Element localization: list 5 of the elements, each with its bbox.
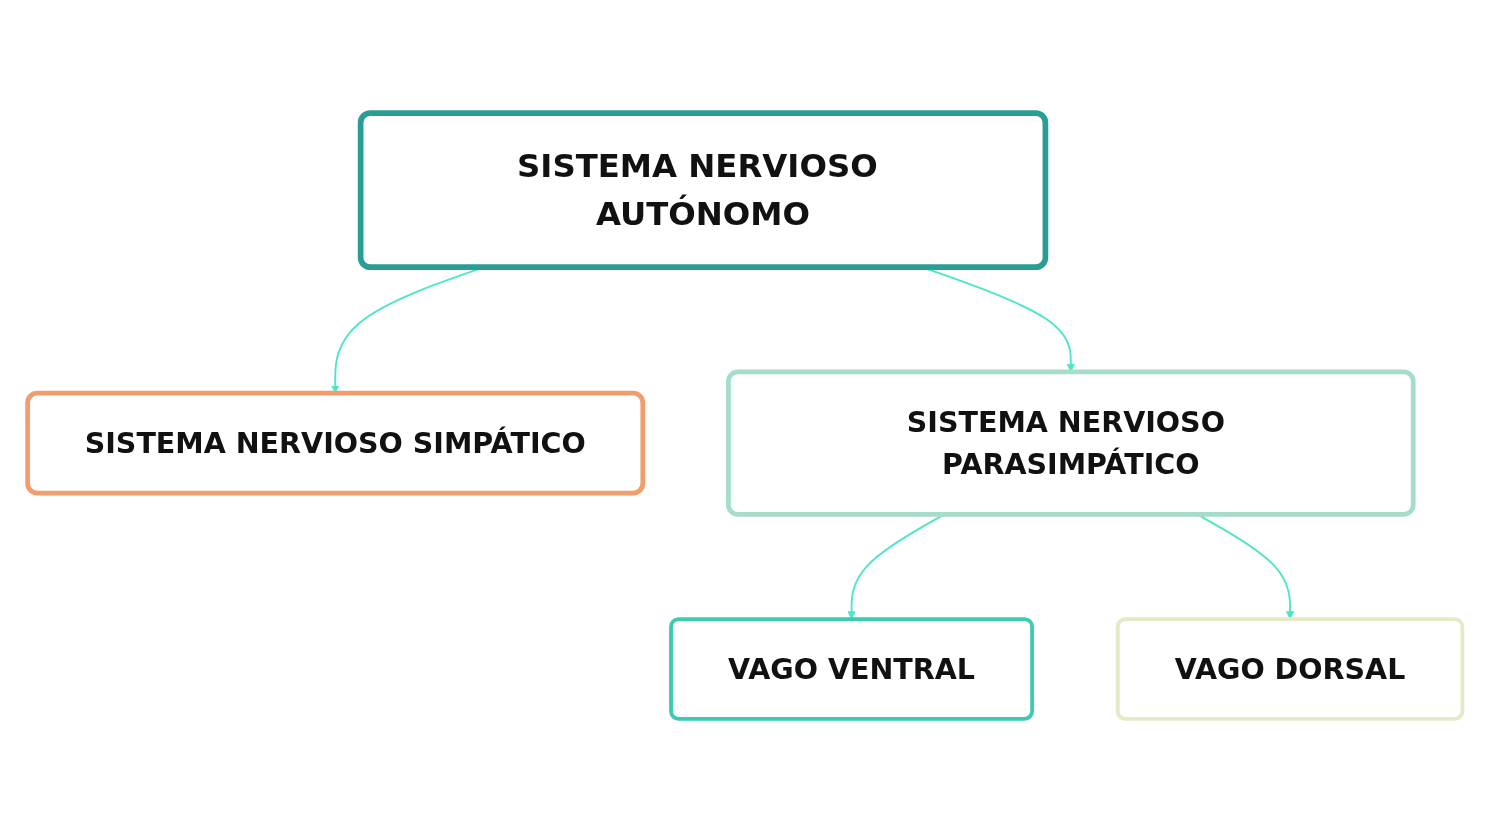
- node-box: SISTEMA NERVIOSO PARASIMPÁTICO: [725, 369, 1416, 517]
- node-box: SISTEMA NERVIOSO SIMPÁTICO: [24, 390, 645, 496]
- node-box: VAGO VENTRAL: [668, 617, 1034, 721]
- node-box: VAGO DORSAL: [1115, 617, 1464, 721]
- node-box: SISTEMA NERVIOSO AUTÓNOMO: [357, 110, 1048, 270]
